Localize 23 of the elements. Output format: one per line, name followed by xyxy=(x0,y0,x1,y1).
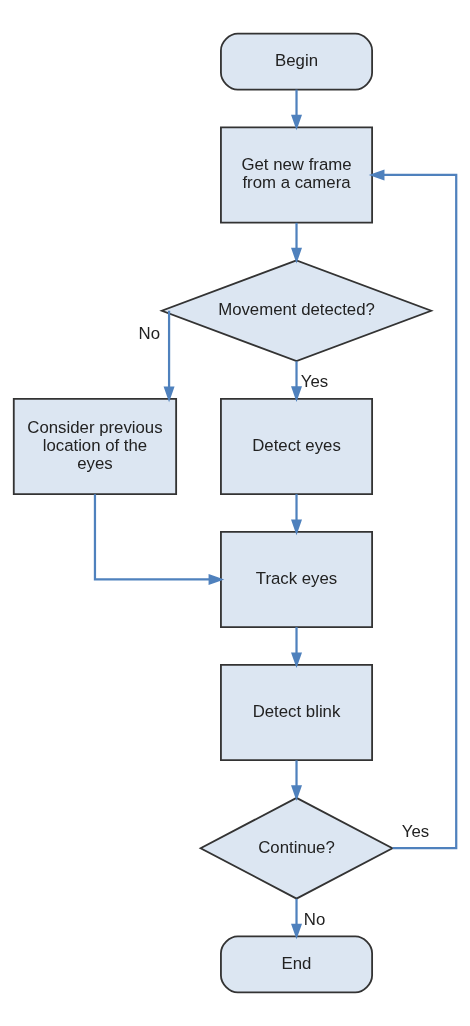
arrow xyxy=(291,898,302,940)
edge-label: Yes xyxy=(401,821,430,841)
node-box: Detect blink xyxy=(220,663,373,761)
node-box: Consider previous location of the eyes xyxy=(12,398,178,495)
edge-label: No xyxy=(303,909,326,929)
node-box: End xyxy=(220,935,373,994)
node-box: Begin xyxy=(220,32,373,91)
node-box: Detect eyes xyxy=(220,398,373,495)
node-diamond: Continue? xyxy=(198,796,395,900)
node-diamond: Movement detected? xyxy=(159,259,434,363)
node-box: Track eyes xyxy=(220,531,373,628)
edge-label: Yes xyxy=(300,372,329,392)
arrow xyxy=(291,361,302,402)
node-box: Get new frame from a camera xyxy=(220,126,373,224)
arrow xyxy=(368,169,458,850)
edge-label: No xyxy=(138,323,161,343)
arrow xyxy=(163,310,175,403)
arrow xyxy=(291,494,302,536)
arrow xyxy=(291,222,302,264)
arrow xyxy=(291,627,302,669)
arrow xyxy=(291,89,302,131)
arrow xyxy=(291,760,302,801)
arrow xyxy=(93,494,225,585)
